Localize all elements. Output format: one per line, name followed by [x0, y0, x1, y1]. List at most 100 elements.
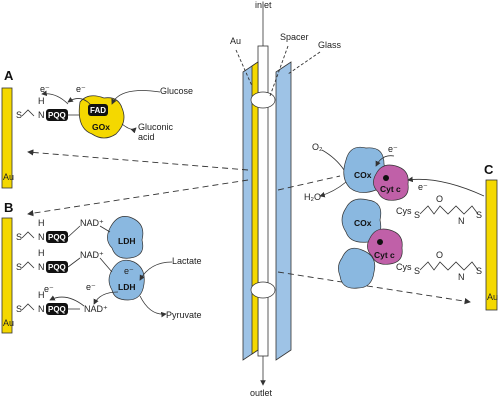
o2-label: O₂ [312, 142, 323, 152]
spacer-label: Spacer [280, 32, 309, 42]
panel-a-e1: e⁻ [40, 84, 50, 94]
h2o-label: H₂O [304, 192, 321, 202]
glass-slide-right [275, 61, 292, 361]
ldh-electron: e⁻ [124, 266, 134, 276]
panel-a: A Au S H N PQQ FAD GOx e⁻ e⁻ Glucose Glu… [1, 68, 193, 189]
glass-pointer [287, 51, 321, 75]
panel-a-electrode [1, 87, 13, 189]
panel-b-r3-h: H [38, 290, 45, 300]
panel-b-r3-nad: NAD⁺ [84, 304, 108, 314]
panel-b-r1-n: N [38, 232, 45, 242]
panel-c-electrode [485, 179, 498, 311]
glass-label: Glass [318, 40, 342, 50]
lactate-arrow [139, 261, 173, 281]
linker-2-s: S [476, 266, 482, 276]
panel-b-r2-s: S [16, 262, 22, 272]
panel-b-r1-linker [21, 231, 35, 239]
linker-chain-2 [419, 261, 479, 271]
panel-b-electron-arrow-1 [93, 291, 119, 305]
panel-b-r2-nad: NAD⁺ [80, 250, 104, 260]
spacer-top [250, 91, 276, 109]
fad-cofactor [88, 104, 108, 116]
panel-b-r2-link [67, 257, 81, 268]
panel-a-s: S [16, 110, 22, 120]
cox-label-2: COx [354, 218, 372, 228]
panel-c-s2: S [414, 266, 420, 276]
h2o-arrow [319, 181, 347, 198]
panel-c: C Au O₂ H₂O COx COx Cyt c Cyt c e⁻ e⁻ Cy… [304, 142, 498, 311]
panel-a-electron-arrow-1 [41, 90, 69, 105]
panel-b-r3-linker [21, 303, 35, 311]
ldh-label-1: LDH [118, 236, 135, 246]
cytc-protein-2 [367, 228, 403, 265]
cytc-label-2: Cyt c [374, 250, 395, 260]
pyruvate-arrow [139, 295, 167, 318]
panel-b-r3-s: S [16, 304, 22, 314]
panel-b-r1-h: H [38, 218, 45, 228]
spacer-bottom [250, 281, 276, 299]
panel-b-r2-pqq [46, 261, 68, 273]
linker-1-o: O [436, 194, 443, 204]
panel-b-e1: e⁻ [86, 282, 96, 292]
ldh-enzyme-2 [108, 259, 145, 301]
zoom-line-b [27, 179, 249, 217]
panel-c-au-label: Au [487, 292, 498, 302]
panel-c-e1: e⁻ [388, 144, 398, 154]
panel-a-label: A [4, 68, 14, 83]
panel-a-pqq [46, 109, 68, 121]
panel-a-e2: e⁻ [76, 84, 86, 94]
gox-label: GOx [92, 122, 110, 132]
panel-b-r2-h: H [38, 248, 45, 258]
panel-b-r1-s: S [16, 232, 22, 242]
cys-label-2: Cys [396, 262, 412, 272]
flow-cell: inlet outlet Au Spacer Glass [230, 0, 342, 398]
linker-1-n: N [458, 216, 465, 226]
panel-b-r3-n: N [38, 304, 45, 314]
zoom-line-a [27, 149, 249, 171]
spacer-pointer [269, 45, 289, 97]
zoom-line-c-bottom [277, 271, 471, 305]
gold-electrode-layer [251, 61, 259, 355]
panel-b-r1-link [67, 225, 81, 238]
ldh-enzyme-1 [107, 216, 144, 259]
cys-label-1: Cys [396, 206, 412, 216]
panel-b-r1-pqq [46, 231, 68, 243]
cox-label-1: COx [354, 170, 372, 180]
panel-b-r1-nad: NAD⁺ [80, 218, 104, 228]
panel-a-pqq-label: PQQ [48, 111, 66, 120]
au-label: Au [230, 36, 241, 46]
panel-c-e2: e⁻ [418, 182, 428, 192]
panel-b-r3-pqq-label: PQQ [48, 305, 66, 314]
pyruvate-label: Pyruvate [166, 310, 202, 320]
panel-a-h: H [38, 96, 45, 106]
panel-b-label: B [4, 200, 13, 215]
panel-a-electron-arrow-2 [67, 97, 91, 105]
lactate-label: Lactate [172, 256, 202, 266]
panel-b-electron-arrow-2 [49, 295, 85, 307]
zoom-line-c-top [277, 175, 341, 191]
linker-chain-1 [419, 205, 479, 215]
o2-arrow [321, 149, 345, 171]
panel-a-au-label: Au [3, 172, 14, 182]
panel-b-r2-linker [21, 261, 35, 269]
glucose-label: Glucose [160, 86, 193, 96]
cytc-protein-1 [373, 164, 409, 201]
panel-b-electrode [1, 217, 13, 334]
linker-2-n: N [458, 272, 465, 282]
gluconic-label-1: Gluconic [138, 122, 174, 132]
ldh-2-link [99, 257, 113, 273]
panel-b-r2-pqq-label: PQQ [48, 263, 66, 272]
panel-c-label: C [484, 162, 494, 177]
panel-b-e2: e⁻ [44, 284, 54, 294]
panel-a-n: N [38, 110, 45, 120]
gluconic-arrow [121, 123, 137, 134]
panel-c-electron-arrow-2 [407, 176, 485, 197]
gluconic-label-2: acid [138, 132, 155, 142]
cox-enzyme-3 [338, 247, 376, 289]
panel-b-r3-pqq [46, 303, 68, 315]
panel-b-r1-pqq-label: PQQ [48, 233, 66, 242]
ldh-label-2: LDH [118, 282, 135, 292]
linker-2-o: O [436, 250, 443, 260]
